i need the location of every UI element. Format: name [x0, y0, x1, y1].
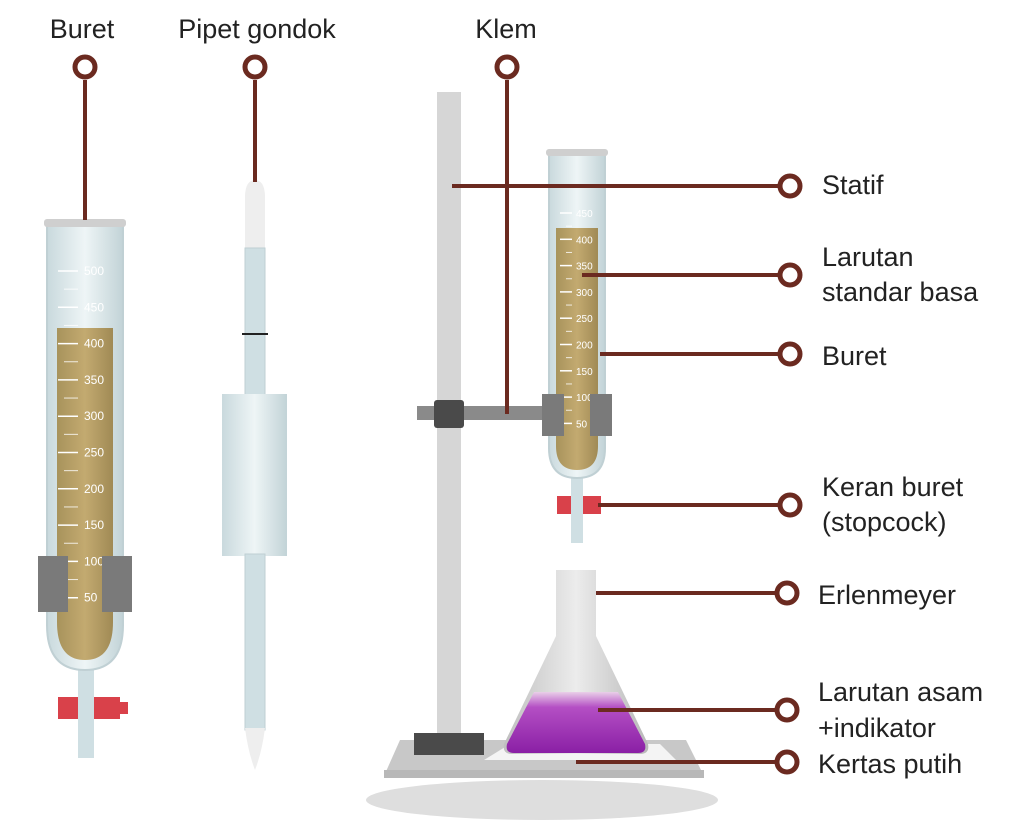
graduation-label: 50 — [84, 591, 98, 605]
dot-pipet — [242, 54, 268, 80]
stand-base-edge — [384, 770, 704, 778]
stopcock-right-body — [583, 496, 601, 514]
buret-left-tip — [78, 650, 94, 758]
pipette-bulb — [222, 394, 287, 556]
buret-right-tip — [571, 465, 583, 543]
dot-larutan-asam — [774, 697, 800, 723]
buret-right-scale: 450 400 350 300 250 200 150 100 50 — [560, 209, 593, 430]
label-buret-top: Buret — [50, 14, 115, 44]
dot-buret-left — [72, 54, 98, 80]
pipette-tip-bottom — [245, 728, 265, 770]
graduation-label: 350 — [84, 373, 104, 387]
buret-left-rim — [44, 219, 126, 227]
graduation-label: 450 — [84, 300, 104, 314]
volumetric-pipette — [222, 180, 287, 770]
dot-klem — [494, 54, 520, 80]
buret-left: 500 450 400 350 300 250 200 150 100 50 — [38, 219, 132, 758]
graduation-label: 400 — [576, 235, 593, 246]
stand-shadow — [366, 780, 718, 820]
label-larutan-asam: Larutan asam — [818, 677, 983, 707]
graduation-label: 100 — [84, 554, 104, 568]
graduation-label: 350 — [576, 262, 593, 273]
graduation-label: 300 — [576, 288, 593, 299]
label-pipet-gondok: Pipet gondok — [178, 14, 336, 44]
clamp-right-jaw-a — [542, 394, 564, 436]
stopcock-right-handle — [557, 496, 571, 514]
dot-erlenmeyer — [774, 580, 800, 606]
label-buret-right: Buret — [822, 341, 887, 371]
label-klem: Klem — [475, 14, 537, 44]
stand-foot-block — [414, 733, 484, 755]
graduation-label: 400 — [84, 337, 104, 351]
buret-left-scale: 500 450 400 350 300 250 200 150 100 50 — [58, 264, 104, 605]
graduation-label: 300 — [84, 409, 104, 423]
erlenmeyer-flask — [503, 570, 649, 754]
clamp-right-jaw — [102, 556, 132, 612]
graduation-label: 200 — [84, 482, 104, 496]
pipette-tip-top — [245, 180, 265, 250]
clamp-right-jaw-b — [590, 394, 612, 436]
buret-right: 450 400 350 300 250 200 150 100 50 — [542, 149, 612, 543]
graduation-label: 200 — [576, 341, 593, 352]
label-stopcock: (stopcock) — [822, 507, 947, 537]
graduation-label: 50 — [576, 419, 588, 430]
flask-indicator-solution — [506, 692, 646, 753]
graduation-label: 250 — [84, 446, 104, 460]
label-kertas-putih: Kertas putih — [818, 749, 962, 779]
graduation-label: 450 — [576, 209, 593, 220]
dot-statif — [777, 173, 803, 199]
dot-kertas — [774, 749, 800, 775]
clamp-boss — [434, 400, 464, 428]
label-larutan-standar-1: Larutan — [822, 242, 914, 272]
pointer-dots — [72, 54, 803, 775]
buret-left-liquid — [57, 328, 113, 660]
stopcock-left-body — [94, 697, 120, 719]
graduation-label: 100 — [576, 393, 593, 404]
dot-buret-right — [777, 341, 803, 367]
graduation-label: 150 — [576, 367, 593, 378]
label-larutan-standar-2: standar basa — [822, 277, 979, 307]
buret-right-rim — [546, 149, 608, 156]
graduation-label: 150 — [84, 518, 104, 532]
label-erlenmeyer: Erlenmeyer — [818, 580, 956, 610]
label-keran-buret: Keran buret — [822, 472, 964, 502]
label-statif: Statif — [822, 170, 884, 200]
clamp-left-jaw — [38, 556, 68, 612]
label-indikator: +indikator — [818, 713, 936, 743]
graduation-label: 250 — [576, 314, 593, 325]
graduation-label: 500 — [84, 264, 104, 278]
dot-larutan-standar — [777, 262, 803, 288]
pointer-lines — [83, 80, 778, 764]
dot-keran — [777, 492, 803, 518]
stopcock-left-handle — [58, 697, 78, 719]
buret-right-liquid — [556, 228, 598, 470]
